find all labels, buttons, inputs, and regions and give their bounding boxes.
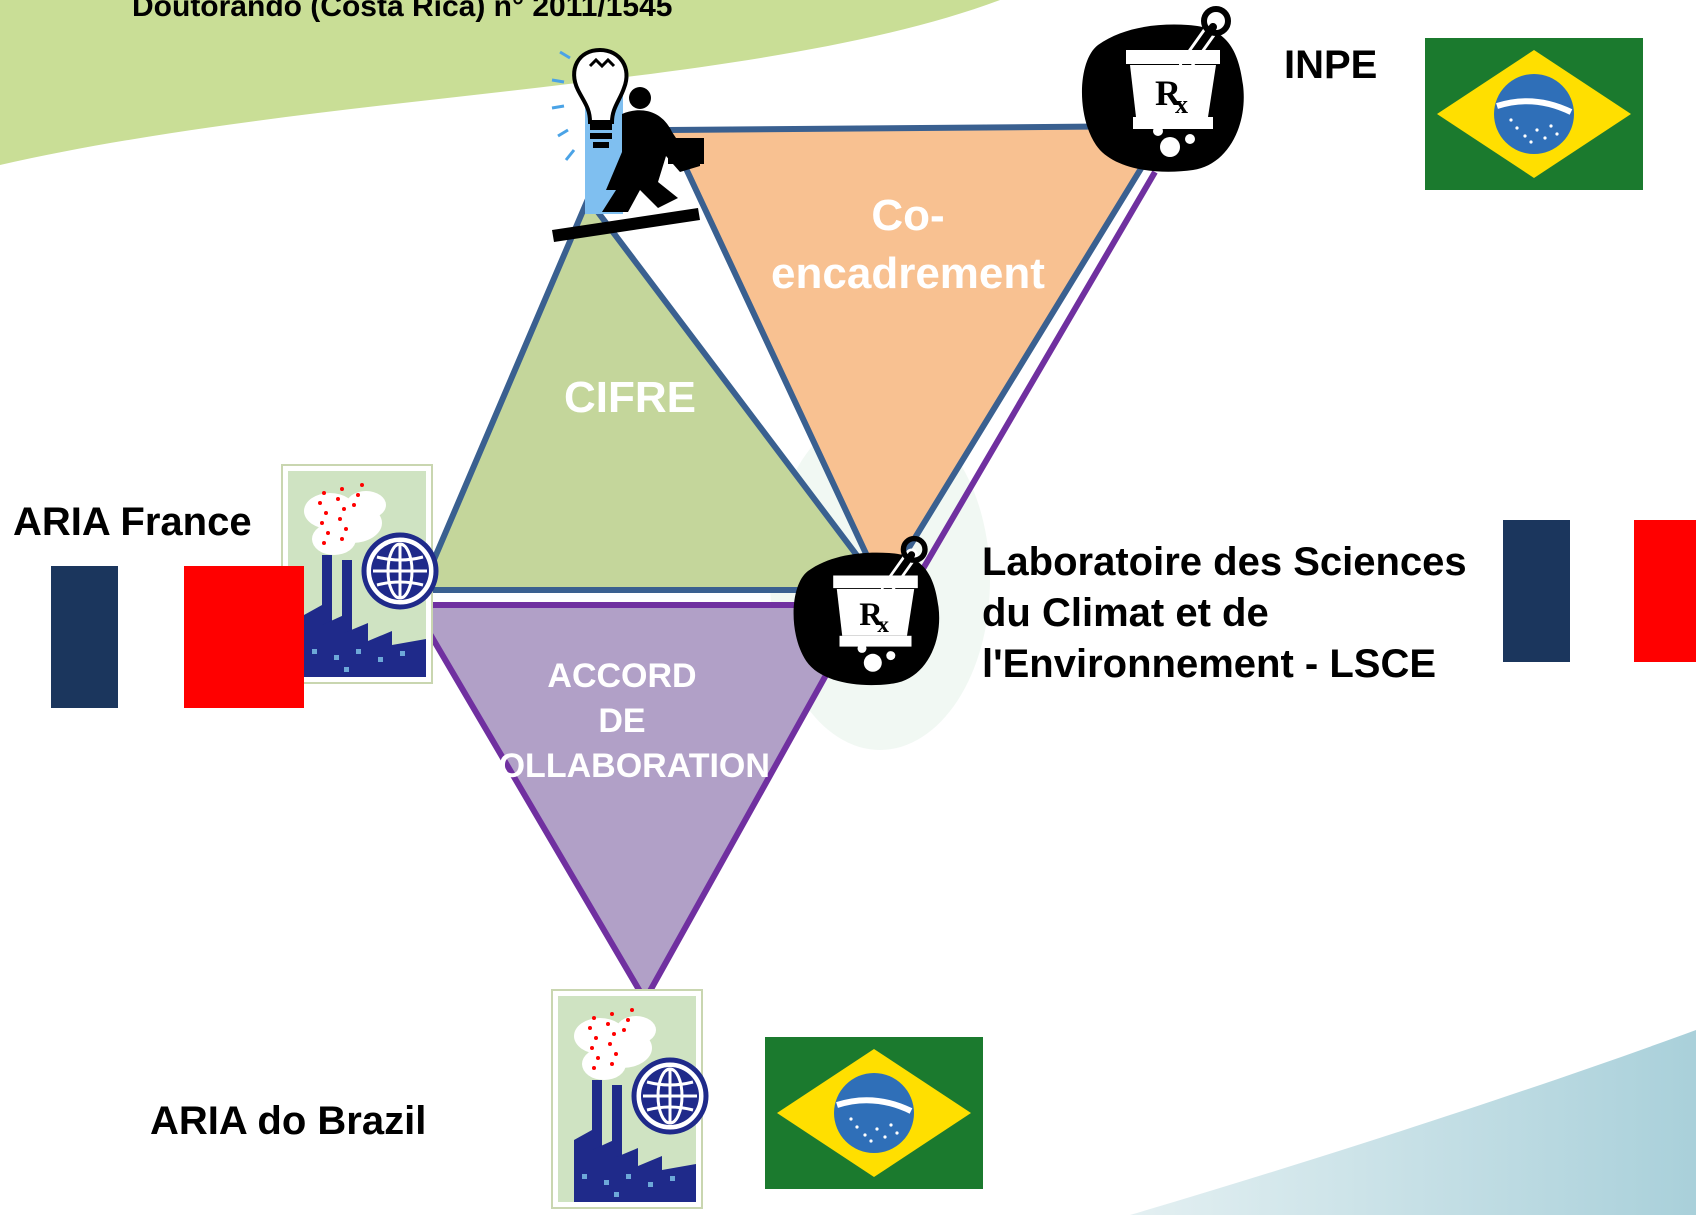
lsce-label-line3: l'Environnement - LSCE	[982, 642, 1436, 686]
idea-person-icon	[551, 47, 704, 242]
aria-brazil-label: ARIA do Brazil	[150, 1099, 426, 1143]
inpe-label: INPE	[1284, 43, 1377, 87]
triangle-cifre	[418, 196, 886, 593]
france-flag-icon	[51, 566, 304, 708]
cifre-label: CIFRE	[564, 373, 696, 422]
coencadrement-label-line1: Co-	[871, 191, 944, 240]
accord-label-line3: COLLABORATION	[474, 747, 770, 785]
france-flag-icon	[1503, 520, 1696, 662]
aria-brazil-factory-icon	[552, 990, 706, 1208]
aria-france-factory-icon	[282, 465, 436, 683]
page-title: Doutorando (Costa Rica) n° 2011/1545	[132, 0, 672, 23]
coencadrement-label-line2: encadrement	[771, 249, 1045, 298]
accord-label-line1: ACCORD	[547, 657, 696, 695]
inpe-lab-icon	[1082, 9, 1244, 172]
accord-label-line2: DE	[598, 702, 645, 740]
lsce-label-line2: du Climat et de	[982, 591, 1269, 635]
aria-france-label: ARIA France	[13, 500, 252, 544]
brazil-flag-icon	[765, 1037, 983, 1189]
brazil-flag-icon	[1425, 38, 1643, 190]
lsce-label-line1: Laboratoire des Sciences	[982, 540, 1467, 584]
triangle-coencadrement	[665, 123, 1170, 593]
